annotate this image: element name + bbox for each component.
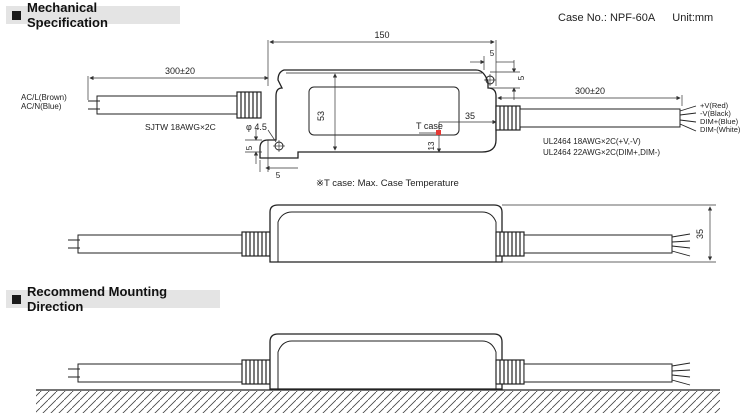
dimplus-label: DIM+(Blue) [700, 117, 739, 126]
input-cable [88, 91, 262, 119]
dim-mount-hole: φ 4.5 [246, 122, 267, 132]
vplus-label: +V(Red) [700, 101, 729, 110]
ac-l-label: AC/L(Brown) [21, 93, 67, 102]
header-square-icon [12, 294, 21, 304]
tcase-label: T case [416, 121, 443, 131]
psu-body-top [259, 69, 497, 159]
mounting-direction-header: Recommend Mounting Direction [6, 284, 220, 314]
ac-n-label: AC/N(Blue) [21, 102, 62, 111]
output-cable [495, 105, 697, 132]
case-info: Case No.: NPF-60A Unit:mm [558, 12, 727, 24]
dim-right-cable: 300±20 [575, 86, 605, 96]
top-view: 150 300±20 300±20 53 5 5 5 5 φ 4.5 35 13… [21, 30, 741, 189]
header-square-icon [12, 10, 21, 20]
dim-left-cable: 300±20 [165, 66, 195, 76]
dim-tcase-x: 35 [465, 111, 475, 121]
ul-dim-spec: UL2464 22AWG×2C(DIM+,DIM-) [543, 148, 660, 157]
tcase-note: ※T case: Max. Case Temperature [316, 178, 459, 189]
mechanical-spec-title: Mechanical Specification [27, 0, 108, 30]
mounting-direction-title: Recommend Mounting Direction [27, 284, 168, 314]
dim-tab-height: 5 [245, 145, 254, 150]
dimminus-label: DIM-(White) [700, 125, 741, 134]
dim-thickness: 35 [695, 229, 705, 239]
dim-overall-length: 150 [374, 30, 389, 40]
input-cable-spec: SJTW 18AWG×2C [145, 122, 216, 132]
mounting-view [36, 333, 720, 413]
mounting-surface-hatch [36, 391, 720, 413]
case-number: Case No.: NPF-60A [558, 12, 656, 24]
unit-label: Unit:mm [672, 12, 714, 24]
top-view-dimensions [87, 39, 683, 172]
side-view: 35 [68, 204, 716, 263]
dim-tab-top-h: 5 [517, 75, 526, 80]
dim-height: 53 [316, 111, 326, 121]
vminus-label: -V(Black) [700, 109, 731, 118]
dim-tab-top-w: 5 [490, 49, 495, 58]
ul-power-spec: UL2464 18AWG×2C(+V,-V) [543, 137, 641, 146]
dim-tab-width: 5 [276, 171, 281, 180]
mechanical-spec-header: Mechanical Specification [6, 0, 180, 30]
dim-tcase-y: 13 [427, 141, 436, 150]
tcase-marker [436, 130, 441, 135]
